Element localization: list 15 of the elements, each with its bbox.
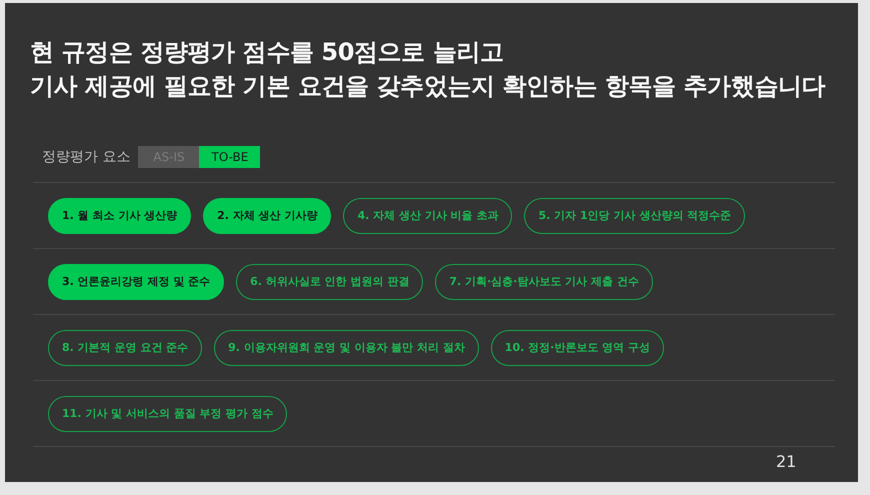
outlined-criterion-pill: 5. 기자 1인당 기사 생산량의 적정수준 <box>524 198 746 234</box>
outlined-criterion-pill: 11. 기사 및 서비스의 품질 부정 평가 점수 <box>48 396 288 432</box>
filled-criterion-pill: 3. 언론윤리강령 제정 및 준수 <box>48 264 224 300</box>
slide-title: 현 규정은 정량평가 점수를 50점으로 늘리고 기사 제공에 필요한 기본 요건을 갖추었는지 확인하는 항목을 추가했습니다 <box>30 37 826 102</box>
filled-criterion-pill: 1. 월 최소 기사 생산량 <box>48 198 192 234</box>
section-label: 정량평가 요소 <box>42 148 130 166</box>
outlined-criterion-pill: 10. 정정·반론보도 영역 구성 <box>490 330 664 366</box>
outlined-criterion-pill: 8. 기본적 운영 요건 준수 <box>48 330 202 366</box>
filled-criterion-pill: 2. 자체 생산 기사량 <box>203 198 332 234</box>
outlined-criterion-pill: 9. 이용자위원회 운영 및 이용자 불만 처리 절차 <box>214 330 479 366</box>
page-number: 21 <box>776 452 796 471</box>
outlined-criterion-pill: 7. 기획·심층·탐사보도 기사 제출 건수 <box>435 264 653 300</box>
active-toggle-tab: TO-BE <box>199 146 260 168</box>
outlined-criterion-pill: 4. 자체 생산 기사 비율 초과 <box>343 198 512 234</box>
outlined-criterion-pill: 6. 허위사실로 인한 법원의 판결 <box>236 264 424 300</box>
